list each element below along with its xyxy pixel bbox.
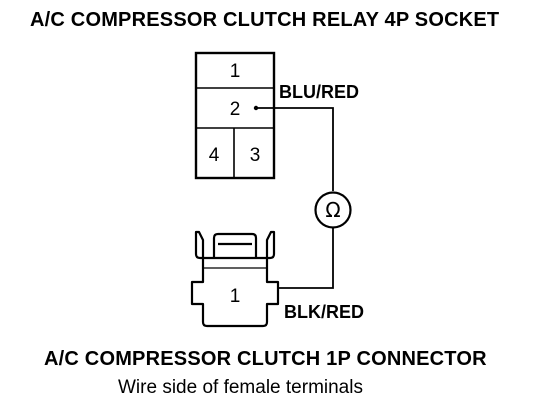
connector-title: A/C COMPRESSOR CLUTCH 1P CONNECTOR [44,348,487,370]
connector-1p [190,230,280,328]
blu-red-wire [256,107,334,191]
relay-socket-title: A/C COMPRESSOR CLUTCH RELAY 4P SOCKET [30,9,500,31]
socket-pin-1: 1 [230,61,241,82]
probe-contact-pin-2 [253,105,259,111]
ohm-symbol: Ω [325,198,340,222]
ohmmeter-icon: Ω [314,191,352,229]
connector-subtitle: Wire side of female terminals [118,377,363,398]
socket-pin-4: 4 [209,145,220,166]
socket-pin-3: 3 [250,145,261,166]
connector-pin-1: 1 [230,286,241,307]
relay-socket-body [194,51,276,180]
blu-red-label: BLU/RED [279,82,359,102]
relay-socket-4p: 1 2 4 3 [194,51,276,180]
blk-red-label: BLK/RED [284,302,364,322]
socket-pin-2: 2 [230,99,241,120]
